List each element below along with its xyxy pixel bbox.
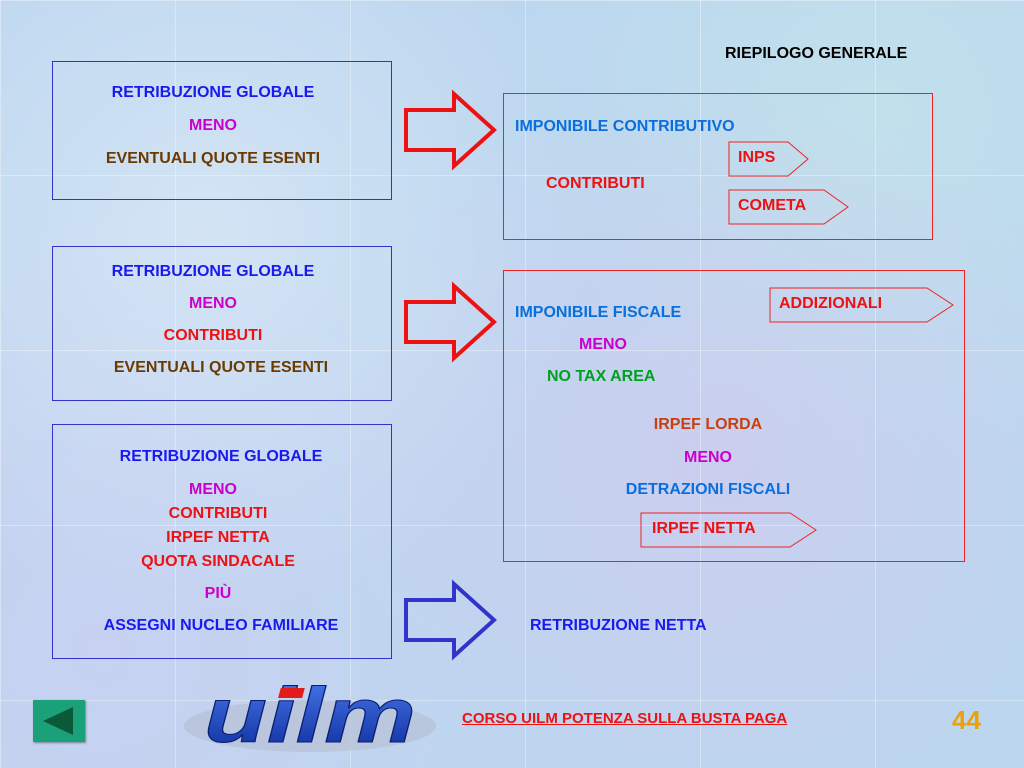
box-imponibile-fiscale: IMPONIBILE FISCALE MENO NO TAX AREA IRPE… — [503, 270, 965, 562]
tag-cometa: COMETA — [728, 189, 850, 225]
box3-line3: CONTRIBUTI — [168, 505, 268, 522]
box3-line7: ASSEGNI NUCLEO FAMILIARE — [103, 617, 339, 634]
box1-line2: MENO — [189, 117, 237, 134]
fiscal-no-tax-area: NO TAX AREA — [547, 368, 656, 385]
arrow-right-red-2 — [404, 281, 497, 363]
box3-line4: IRPEF NETTA — [166, 529, 270, 546]
box3-line1: RETRIBUZIONE GLOBALE — [119, 448, 323, 465]
box3-line6: PIÙ — [204, 585, 232, 602]
arrow-right-red-1 — [404, 89, 497, 171]
box-retribuzione-2: RETRIBUZIONE GLOBALE MENO CONTRIBUTI EVE… — [52, 246, 392, 401]
box2-line2: MENO — [189, 295, 237, 312]
tag-addizionali: ADDIZIONALI — [769, 287, 955, 323]
tag-irpef-netta-shape — [640, 512, 817, 548]
box3-line5: QUOTA SINDACALE — [141, 553, 295, 570]
previous-slide-button[interactable] — [33, 700, 85, 742]
page-number: 44 — [952, 705, 981, 735]
box1-line3: EVENTUALI QUOTE ESENTI — [105, 150, 321, 167]
footer-course-title: CORSO UILM POTENZA SULLA BUSTA PAGA — [462, 710, 788, 727]
uilm-logo-graphic: uilm — [184, 671, 436, 760]
fiscal-heading: IMPONIBILE FISCALE — [515, 304, 682, 321]
fiscal-meno-1: MENO — [579, 336, 627, 353]
box-retribuzione-1: RETRIBUZIONE GLOBALE MENO EVENTUALI QUOT… — [52, 61, 392, 200]
box2-line4: EVENTUALI QUOTE ESENTI — [113, 359, 329, 376]
contrib-contributi: CONTRIBUTI — [546, 175, 645, 192]
tag-inps-label: INPS — [738, 149, 776, 166]
tag-addizionali-label: ADDIZIONALI — [779, 295, 883, 312]
back-arrow-icon — [43, 707, 73, 735]
tag-addizionali-shape — [769, 287, 954, 323]
arrow-right-blue — [404, 579, 497, 661]
tag-inps-shape — [728, 141, 809, 177]
box-retribuzione-3: RETRIBUZIONE GLOBALE MENO CONTRIBUTI IRP… — [52, 424, 392, 659]
contrib-heading: IMPONIBILE CONTRIBUTIVO — [515, 118, 735, 135]
box2-line3: CONTRIBUTI — [163, 327, 263, 344]
result-retribuzione-netta: RETRIBUZIONE NETTA — [530, 617, 707, 634]
fiscal-meno-2: MENO — [684, 449, 732, 466]
box-imponibile-contributivo: IMPONIBILE CONTRIBUTIVO CONTRIBUTI — [503, 93, 933, 240]
tag-irpef-netta-label: IRPEF NETTA — [652, 520, 756, 537]
uilm-logo: uilm — [182, 671, 442, 760]
fiscal-irpef-lorda: IRPEF LORDA — [653, 416, 763, 433]
tag-cometa-shape — [728, 189, 849, 225]
box2-line1: RETRIBUZIONE GLOBALE — [111, 263, 315, 280]
box3-line2: MENO — [189, 481, 237, 498]
box1-line1: RETRIBUZIONE GLOBALE — [111, 84, 315, 101]
page-title: RIEPILOGO GENERALE — [725, 45, 908, 62]
tag-cometa-label: COMETA — [738, 197, 807, 214]
logo-text: uilm — [204, 671, 416, 759]
tag-irpef-netta: IRPEF NETTA — [640, 512, 818, 548]
tag-inps: INPS — [728, 141, 810, 177]
fiscal-detrazioni: DETRAZIONI FISCALI — [625, 481, 791, 498]
